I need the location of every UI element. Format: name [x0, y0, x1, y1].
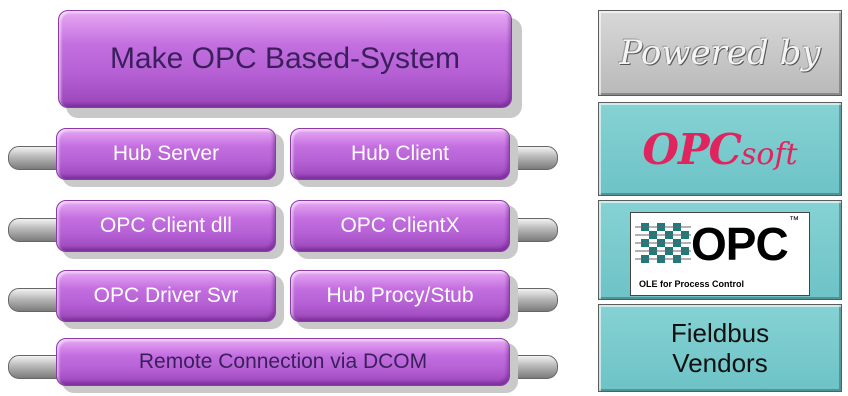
remote-connection-label: Remote Connection via DCOM [138, 350, 428, 373]
title-block: Make OPC Based-System [58, 10, 512, 108]
fieldbus-vendors-panel: Fieldbus Vendors [598, 304, 842, 392]
hub-procy-stub-block: Hub Procy/Stub [290, 270, 510, 322]
opc-client-dll-label: OPC Client dll [100, 214, 232, 237]
remote-connection-block: Remote Connection via DCOM [56, 338, 510, 386]
opc-driver-svr-label: OPC Driver Svr [93, 284, 239, 307]
opc-driver-svr-block: OPC Driver Svr [56, 270, 276, 322]
hub-procy-stub-label: Hub Procy/Stub [326, 284, 474, 307]
opc-logo-mark: OPC [691, 218, 789, 270]
opc-clientx-block: OPC ClientX [290, 200, 510, 252]
opc-foundation-logo: OPC ™ OLE for Process Control [630, 212, 810, 296]
hub-client-label: Hub Client [350, 142, 450, 165]
fieldbus-vendors-text: Fieldbus Vendors [671, 318, 769, 378]
hub-server-block: Hub Server [56, 128, 276, 180]
opcsoft-panel: OPCsoft [598, 102, 842, 196]
opc-client-dll-block: OPC Client dll [56, 200, 276, 252]
powered-by-panel: Powered by [598, 10, 842, 96]
opc-clientx-label: OPC ClientX [340, 214, 460, 237]
hub-server-label: Hub Server [112, 142, 220, 165]
powered-by-text: Powered by [619, 33, 821, 73]
opc-logo-tagline: OLE for Process Control [639, 279, 745, 289]
opcsoft-logo: OPCsoft [642, 124, 798, 174]
opc-logo-graphic [635, 223, 691, 263]
title-text: Make OPC Based-System [109, 42, 461, 75]
hub-client-block: Hub Client [290, 128, 510, 180]
fieldbus-line-1: Fieldbus [670, 318, 770, 348]
opc-logo-tm: ™ [789, 215, 799, 226]
fieldbus-line-2: Vendors [672, 348, 768, 378]
